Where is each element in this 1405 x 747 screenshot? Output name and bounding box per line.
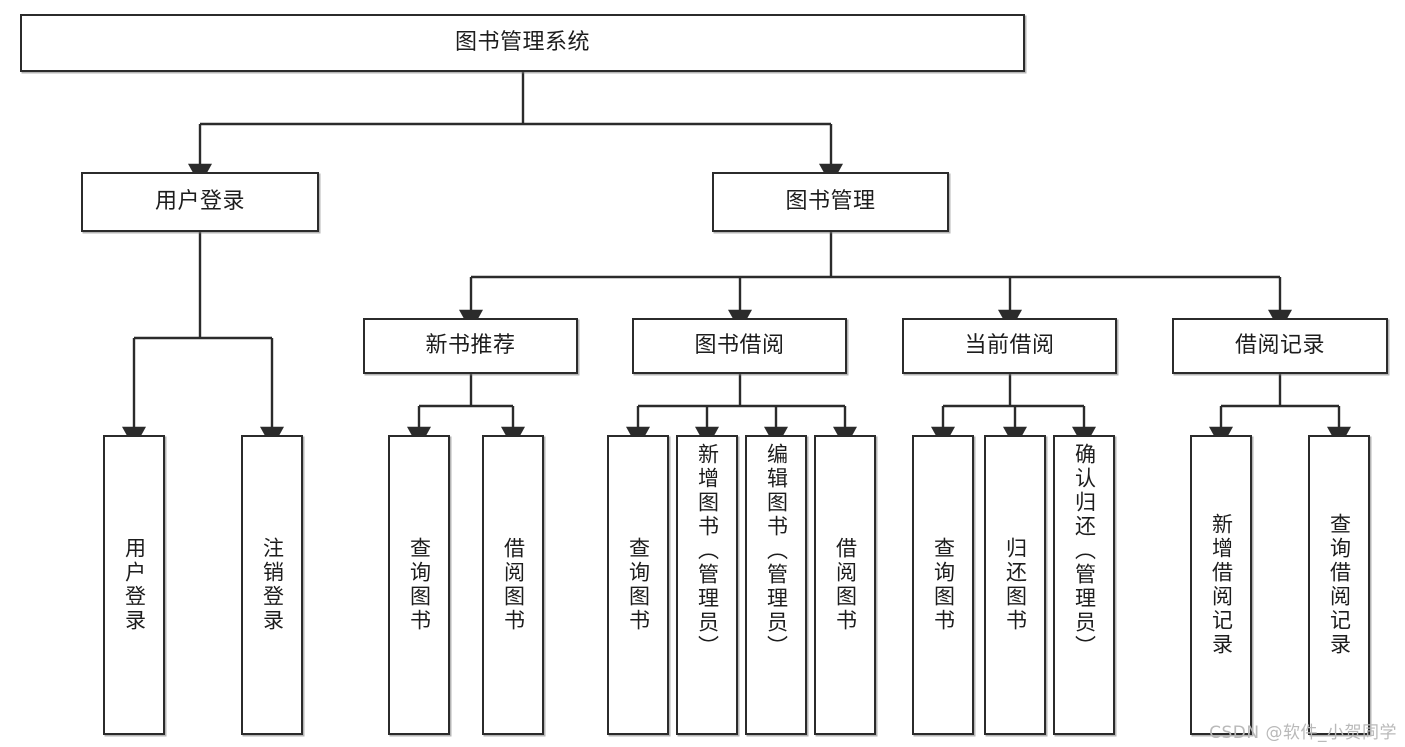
edge-group — [122, 72, 1351, 449]
node-l-q2[interactable]: 查询图书 — [607, 435, 669, 735]
node-label: 借阅记录 — [1234, 333, 1325, 359]
node-label: 新增借阅记录 — [1209, 513, 1234, 657]
node-l-confirm[interactable]: 确认归还（管理员） — [1053, 435, 1115, 735]
node-label: 注销登录 — [260, 537, 285, 633]
node-l-b1[interactable]: 借阅图书 — [482, 435, 544, 735]
node-login[interactable]: 用户登录 — [81, 172, 319, 232]
node-label: 确认归还（管理员） — [1072, 443, 1097, 659]
node-label: 查询图书 — [407, 537, 432, 633]
node-label: 图书管理系统 — [454, 30, 590, 56]
node-l-ret[interactable]: 归还图书 — [984, 435, 1046, 735]
node-label: 查询图书 — [626, 537, 651, 633]
node-l-logout[interactable]: 注销登录 — [241, 435, 303, 735]
node-newbook[interactable]: 新书推荐 — [363, 318, 578, 374]
node-l-q1[interactable]: 查询图书 — [388, 435, 450, 735]
node-label: 图书借阅 — [694, 333, 785, 359]
node-l-edit[interactable]: 编辑图书（管理员） — [745, 435, 807, 735]
watermark-text: CSDN @软件_小贺同学 — [1209, 723, 1397, 743]
node-l-q3[interactable]: 查询图书 — [912, 435, 974, 735]
node-l-qrec[interactable]: 查询借阅记录 — [1308, 435, 1370, 735]
node-label: 新书推荐 — [425, 333, 516, 359]
node-current[interactable]: 当前借阅 — [902, 318, 1117, 374]
node-label: 图书管理 — [785, 189, 876, 215]
node-label: 用户登录 — [122, 537, 147, 633]
node-bookmgmt[interactable]: 图书管理 — [712, 172, 949, 232]
node-label: 查询图书 — [931, 537, 956, 633]
node-l-login[interactable]: 用户登录 — [103, 435, 165, 735]
node-l-b2[interactable]: 借阅图书 — [814, 435, 876, 735]
node-label: 当前借阅 — [964, 333, 1055, 359]
node-label: 编辑图书（管理员） — [764, 443, 789, 659]
node-l-addrec[interactable]: 新增借阅记录 — [1190, 435, 1252, 735]
node-record[interactable]: 借阅记录 — [1172, 318, 1388, 374]
node-l-add[interactable]: 新增图书（管理员） — [676, 435, 738, 735]
node-label: 用户登录 — [154, 189, 245, 215]
node-label: 归还图书 — [1003, 537, 1028, 633]
node-root[interactable]: 图书管理系统 — [20, 14, 1025, 72]
node-label: 新增图书（管理员） — [695, 443, 720, 659]
node-label: 借阅图书 — [501, 537, 526, 633]
node-label: 查询借阅记录 — [1327, 513, 1352, 657]
node-borrow[interactable]: 图书借阅 — [632, 318, 847, 374]
node-label: 借阅图书 — [833, 537, 858, 633]
